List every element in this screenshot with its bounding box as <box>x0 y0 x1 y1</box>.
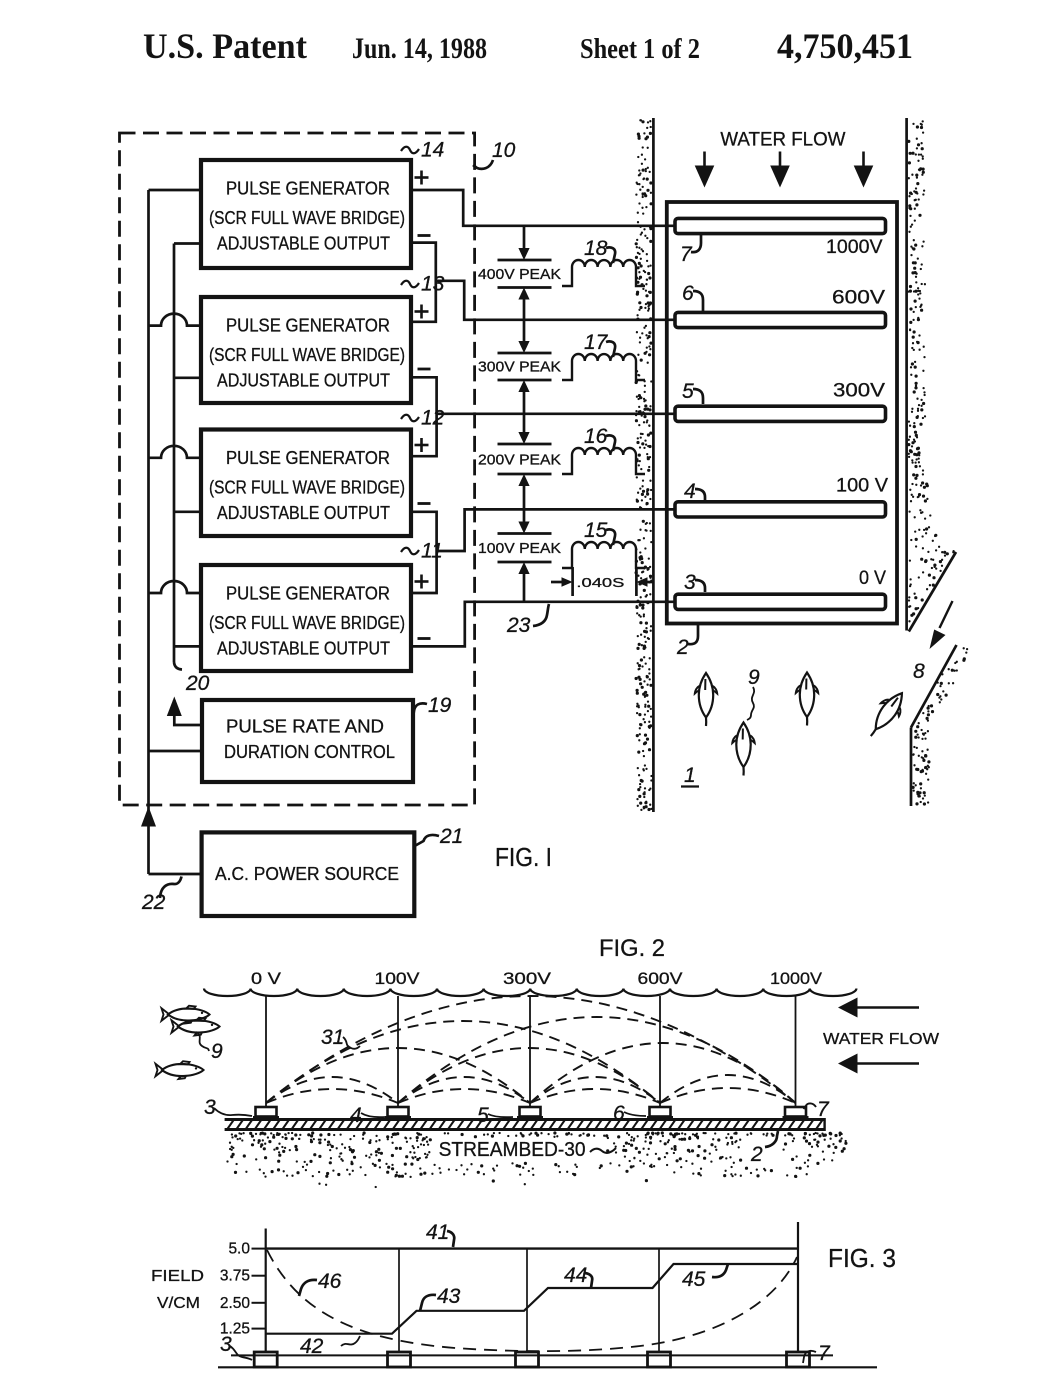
svg-text:FIG. I: FIG. I <box>495 842 552 872</box>
svg-text:600V: 600V <box>638 969 684 988</box>
svg-text:300V PEAK: 300V PEAK <box>478 360 561 376</box>
svg-text:ADJUSTABLE OUTPUT: ADJUSTABLE OUTPUT <box>217 234 390 254</box>
svg-text:V/CM: V/CM <box>157 1295 200 1312</box>
svg-text:PULSE RATE AND: PULSE RATE AND <box>226 717 384 737</box>
svg-text:15: 15 <box>584 519 608 542</box>
svg-text:5: 5 <box>682 380 694 403</box>
svg-text:.040S: .040S <box>576 576 624 590</box>
svg-text:9: 9 <box>211 1040 223 1063</box>
svg-text:A.C. POWER SOURCE: A.C. POWER SOURCE <box>215 864 399 884</box>
svg-text:44: 44 <box>564 1264 587 1287</box>
svg-text:WATER FLOW: WATER FLOW <box>823 1031 940 1048</box>
svg-text:16: 16 <box>584 425 608 448</box>
svg-text:31: 31 <box>321 1026 344 1049</box>
svg-text:STREAMBED-30: STREAMBED-30 <box>439 1139 586 1161</box>
svg-text:4: 4 <box>684 480 696 503</box>
svg-text:PULSE GENERATOR: PULSE GENERATOR <box>226 448 390 468</box>
svg-text:12: 12 <box>421 407 445 430</box>
svg-text:8: 8 <box>913 660 925 683</box>
svg-text:18: 18 <box>584 237 608 260</box>
svg-text:3: 3 <box>204 1096 216 1119</box>
svg-text:7: 7 <box>818 1342 831 1365</box>
svg-text:6: 6 <box>682 282 694 305</box>
svg-text:2: 2 <box>676 636 689 659</box>
svg-text:9: 9 <box>748 666 760 689</box>
svg-text:42: 42 <box>300 1335 324 1358</box>
svg-text:100 V: 100 V <box>836 475 888 497</box>
svg-text:Jun. 14, 1988: Jun. 14, 1988 <box>352 32 487 65</box>
svg-text:13: 13 <box>421 273 445 296</box>
svg-text:21: 21 <box>439 825 463 848</box>
svg-text:1000V: 1000V <box>826 236 883 258</box>
svg-text:20: 20 <box>185 672 210 695</box>
svg-text:4: 4 <box>350 1104 362 1127</box>
svg-text:45: 45 <box>682 1268 706 1291</box>
svg-text:200V PEAK: 200V PEAK <box>478 453 561 469</box>
svg-text:(SCR FULL WAVE BRIDGE): (SCR FULL WAVE BRIDGE) <box>209 613 405 633</box>
svg-text:300V: 300V <box>503 969 552 988</box>
svg-text:WATER FLOW: WATER FLOW <box>720 130 845 151</box>
svg-text:FIG. 2: FIG. 2 <box>599 935 665 962</box>
svg-text:400V PEAK: 400V PEAK <box>478 267 561 283</box>
svg-text:4,750,451: 4,750,451 <box>777 26 913 66</box>
svg-text:3: 3 <box>684 571 696 594</box>
svg-text:Sheet 1 of 2: Sheet 1 of 2 <box>580 33 700 65</box>
svg-text:0 V: 0 V <box>251 969 282 988</box>
svg-text:600V: 600V <box>832 287 885 309</box>
svg-text:PULSE GENERATOR: PULSE GENERATOR <box>226 584 390 604</box>
svg-text:17: 17 <box>584 331 609 354</box>
svg-text:DURATION CONTROL: DURATION CONTROL <box>224 742 395 762</box>
svg-text:PULSE GENERATOR: PULSE GENERATOR <box>226 179 390 199</box>
svg-text:1000V: 1000V <box>770 969 823 988</box>
svg-text:23: 23 <box>506 614 531 637</box>
svg-text:14: 14 <box>421 139 444 162</box>
svg-text:1.25: 1.25 <box>220 1321 250 1338</box>
svg-text:(SCR FULL WAVE BRIDGE): (SCR FULL WAVE BRIDGE) <box>209 345 405 365</box>
svg-text:ADJUSTABLE OUTPUT: ADJUSTABLE OUTPUT <box>217 503 390 523</box>
svg-text:43: 43 <box>437 1285 461 1308</box>
svg-text:10: 10 <box>492 139 516 162</box>
svg-text:U.S. Patent: U.S. Patent <box>143 26 307 66</box>
svg-text:22: 22 <box>141 891 166 914</box>
svg-text:11: 11 <box>421 540 443 563</box>
svg-text:FIG. 3: FIG. 3 <box>828 1243 896 1273</box>
svg-text:2.50: 2.50 <box>220 1295 251 1312</box>
svg-text:2: 2 <box>750 1143 763 1166</box>
svg-text:19: 19 <box>428 694 452 717</box>
svg-text:6: 6 <box>613 1102 625 1125</box>
svg-text:300V: 300V <box>833 380 885 402</box>
svg-text:1: 1 <box>684 764 696 787</box>
svg-text:5: 5 <box>477 1104 489 1127</box>
svg-text:7: 7 <box>680 243 693 266</box>
svg-text:(SCR FULL WAVE BRIDGE): (SCR FULL WAVE BRIDGE) <box>209 478 405 498</box>
svg-text:41: 41 <box>426 1221 449 1244</box>
svg-text:100V: 100V <box>375 969 421 988</box>
svg-text:ADJUSTABLE OUTPUT: ADJUSTABLE OUTPUT <box>217 371 390 391</box>
svg-text:5.0: 5.0 <box>228 1241 250 1258</box>
svg-text:100V PEAK: 100V PEAK <box>478 541 561 557</box>
svg-text:ADJUSTABLE OUTPUT: ADJUSTABLE OUTPUT <box>217 639 390 659</box>
svg-text:46: 46 <box>318 1270 342 1293</box>
svg-text:PULSE GENERATOR: PULSE GENERATOR <box>226 316 390 336</box>
svg-text:FIELD: FIELD <box>151 1268 204 1285</box>
svg-text:(SCR FULL WAVE BRIDGE): (SCR FULL WAVE BRIDGE) <box>209 208 405 228</box>
svg-text:3: 3 <box>220 1333 232 1356</box>
svg-text:7: 7 <box>817 1098 830 1121</box>
svg-text:3.75: 3.75 <box>220 1268 250 1285</box>
svg-text:0 V: 0 V <box>859 567 886 589</box>
